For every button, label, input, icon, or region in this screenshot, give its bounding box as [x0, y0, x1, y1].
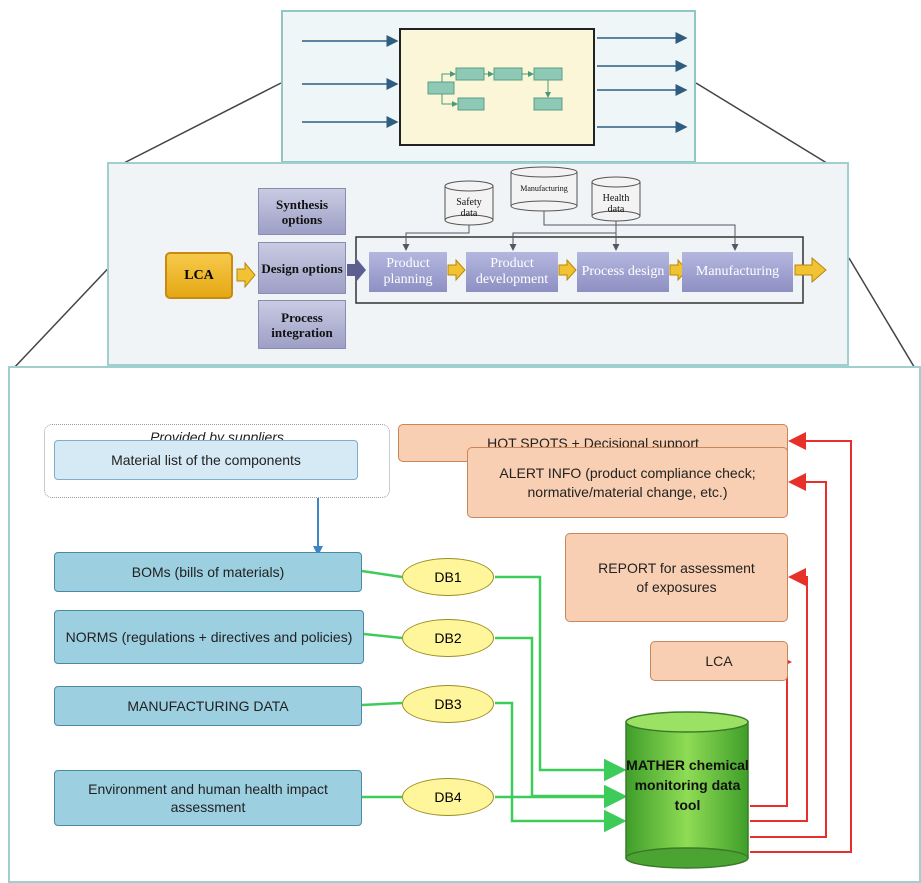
manufacturing-db-label: Manufacturing [520, 184, 568, 193]
stage-process-design: Process design [577, 252, 669, 292]
db1-oval: DB1 [402, 558, 494, 596]
db2-oval: DB2 [402, 619, 494, 657]
stage-product-planning: Product planning [369, 252, 447, 292]
lca-box: LCA [165, 252, 233, 299]
mather-tool-label: MATHER chemical monitoring data tool [626, 757, 749, 813]
mather-cylinder-icon [625, 711, 749, 869]
stage-product-development: Product development [466, 252, 558, 292]
synthesis-options-box: Synthesis options [258, 188, 346, 235]
process-integration-box: Process integration [258, 300, 346, 349]
safety-db-label: Safety data [456, 197, 482, 219]
norms-box: NORMS (regulations + directives and poli… [54, 610, 364, 664]
health-db-icon [591, 176, 641, 222]
health-db-label: Health data [602, 193, 630, 215]
options-arrow [347, 258, 366, 282]
design-options-box: Design options [258, 242, 346, 294]
health-impact-box: Environment and human health impact asse… [54, 770, 362, 826]
report-box: REPORT for assessment of exposures [565, 533, 788, 622]
alert-info-box: ALERT INFO (product compliance check; no… [467, 447, 788, 518]
safety-db-icon [444, 180, 494, 226]
db4-oval: DB4 [402, 778, 494, 816]
lca-output-box: LCA [650, 641, 788, 681]
flow-arrows [236, 256, 827, 289]
boms-box: BOMs (bills of materials) [54, 552, 362, 592]
manufacturing-data-box: MANUFACTURING DATA [54, 686, 362, 726]
material-list-box: Material list of the components [54, 440, 358, 480]
manufacturing-db-icon [510, 166, 578, 212]
stage-manufacturing: Manufacturing [682, 252, 793, 292]
db3-oval: DB3 [402, 685, 494, 723]
